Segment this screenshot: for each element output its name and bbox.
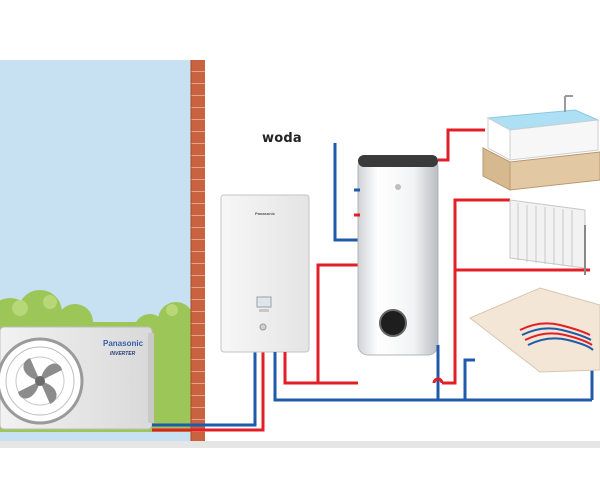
indoor-unit — [220, 194, 310, 353]
hedge-highlight — [12, 295, 178, 316]
outdoor-series-logo: INVERTER — [110, 351, 136, 357]
indoor-brand-logo: Panasonic — [255, 211, 276, 216]
brick-wall — [191, 60, 205, 448]
pipe-hot-water-bath — [438, 128, 485, 162]
pipe-indoor-cold — [205, 352, 257, 427]
pipe-cold-water-inlet — [333, 143, 358, 242]
outdoor-brand-logo: Panasonic — [103, 339, 144, 348]
outdoor-unit — [0, 326, 154, 430]
pipe-radiator-return — [463, 358, 475, 400]
hot-water-tank — [354, 155, 439, 356]
tank-flange-icon — [379, 309, 407, 337]
water-label: woda — [262, 131, 302, 146]
pipe-heating-return — [273, 352, 592, 402]
tank-logo-icon — [395, 184, 401, 190]
ground-floor — [0, 441, 600, 448]
indicator-icon — [259, 323, 267, 331]
faucet-icon — [564, 95, 573, 112]
control-panel-display — [256, 296, 272, 308]
pipe-radiator-flow — [442, 198, 510, 385]
pipe-crossover — [432, 377, 444, 384]
radiator — [509, 199, 586, 275]
pipe-tank-coil — [316, 263, 358, 383]
floor-loop-cold — [521, 327, 594, 351]
bathtub — [482, 95, 600, 191]
underfloor-heating — [469, 287, 600, 373]
pipe-indoor-hot — [205, 352, 265, 432]
pipe-heating-flow — [283, 352, 358, 385]
floor-loop-hot — [519, 322, 593, 346]
fan-blades-icon — [18, 358, 62, 404]
